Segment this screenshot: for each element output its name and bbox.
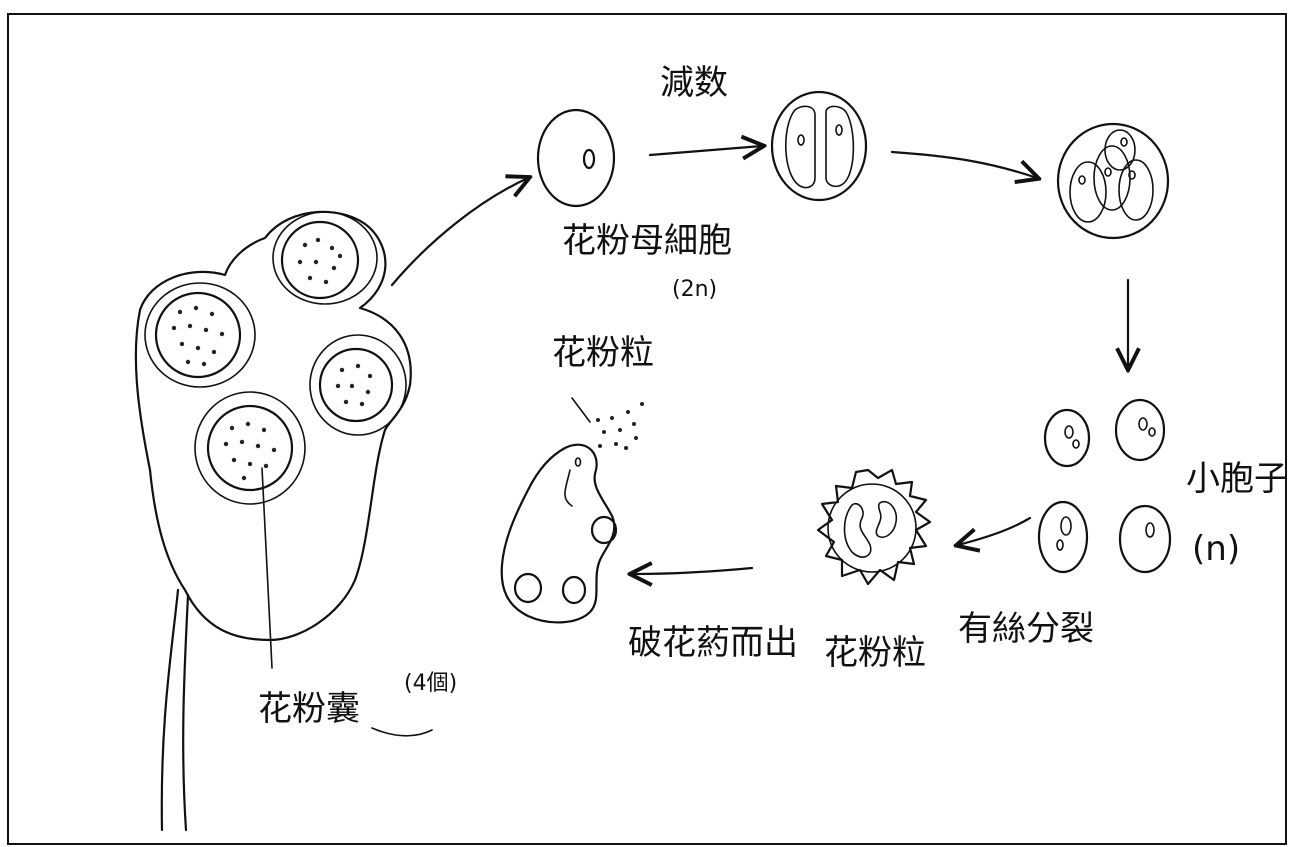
arrow-pmc-to-dyad bbox=[648, 146, 762, 155]
pollen-grain bbox=[816, 468, 932, 586]
pollen-sac-left bbox=[144, 282, 256, 388]
filament bbox=[160, 588, 180, 832]
microspores bbox=[1037, 398, 1172, 574]
label-microspore-ploidy: (n) bbox=[1192, 529, 1240, 569]
label-microspore: 小胞子 bbox=[1186, 459, 1288, 499]
tetrad-cell bbox=[1056, 122, 1170, 240]
label-pollen-grain-top: 花粉粒 bbox=[552, 333, 654, 373]
label-pollen-grain-bottom: 花粉粒 bbox=[824, 633, 926, 673]
label-meiosis: 減数 bbox=[660, 63, 728, 103]
arrow-anther-to-pmc bbox=[390, 178, 528, 287]
dehiscent-anther bbox=[500, 397, 644, 624]
microspore-2 bbox=[1114, 398, 1166, 462]
pollen-sac-leader-line bbox=[261, 467, 273, 669]
arrow-microspore-to-pollen bbox=[958, 516, 1032, 545]
microspore-1 bbox=[1043, 408, 1091, 468]
label-pmc-ploidy: (2n) bbox=[672, 277, 717, 302]
label-pollen-sac-count: (4個) bbox=[404, 671, 457, 696]
pollen-sac-upper-right bbox=[272, 211, 378, 305]
dyad-cell bbox=[770, 90, 868, 202]
microspore-3 bbox=[1037, 500, 1089, 574]
pollen-mother-cell bbox=[536, 108, 616, 208]
arrow-dyad-to-tetrad bbox=[890, 150, 1037, 178]
arrow-pollen-to-release bbox=[632, 568, 754, 574]
label-pollen-mother-cell: 花粉母細胞 bbox=[562, 221, 732, 261]
anther-cross-section bbox=[134, 210, 412, 832]
microspore-4 bbox=[1118, 504, 1172, 574]
label-release: 破花葯而出 bbox=[628, 623, 798, 663]
label-mitosis: 有絲分裂 bbox=[958, 609, 1094, 649]
page-frame bbox=[7, 13, 1287, 845]
label-pollen-sac: 花粉囊 bbox=[258, 689, 360, 729]
pollen-sac-right bbox=[309, 334, 407, 436]
pollen-sac-bottom bbox=[194, 391, 306, 505]
